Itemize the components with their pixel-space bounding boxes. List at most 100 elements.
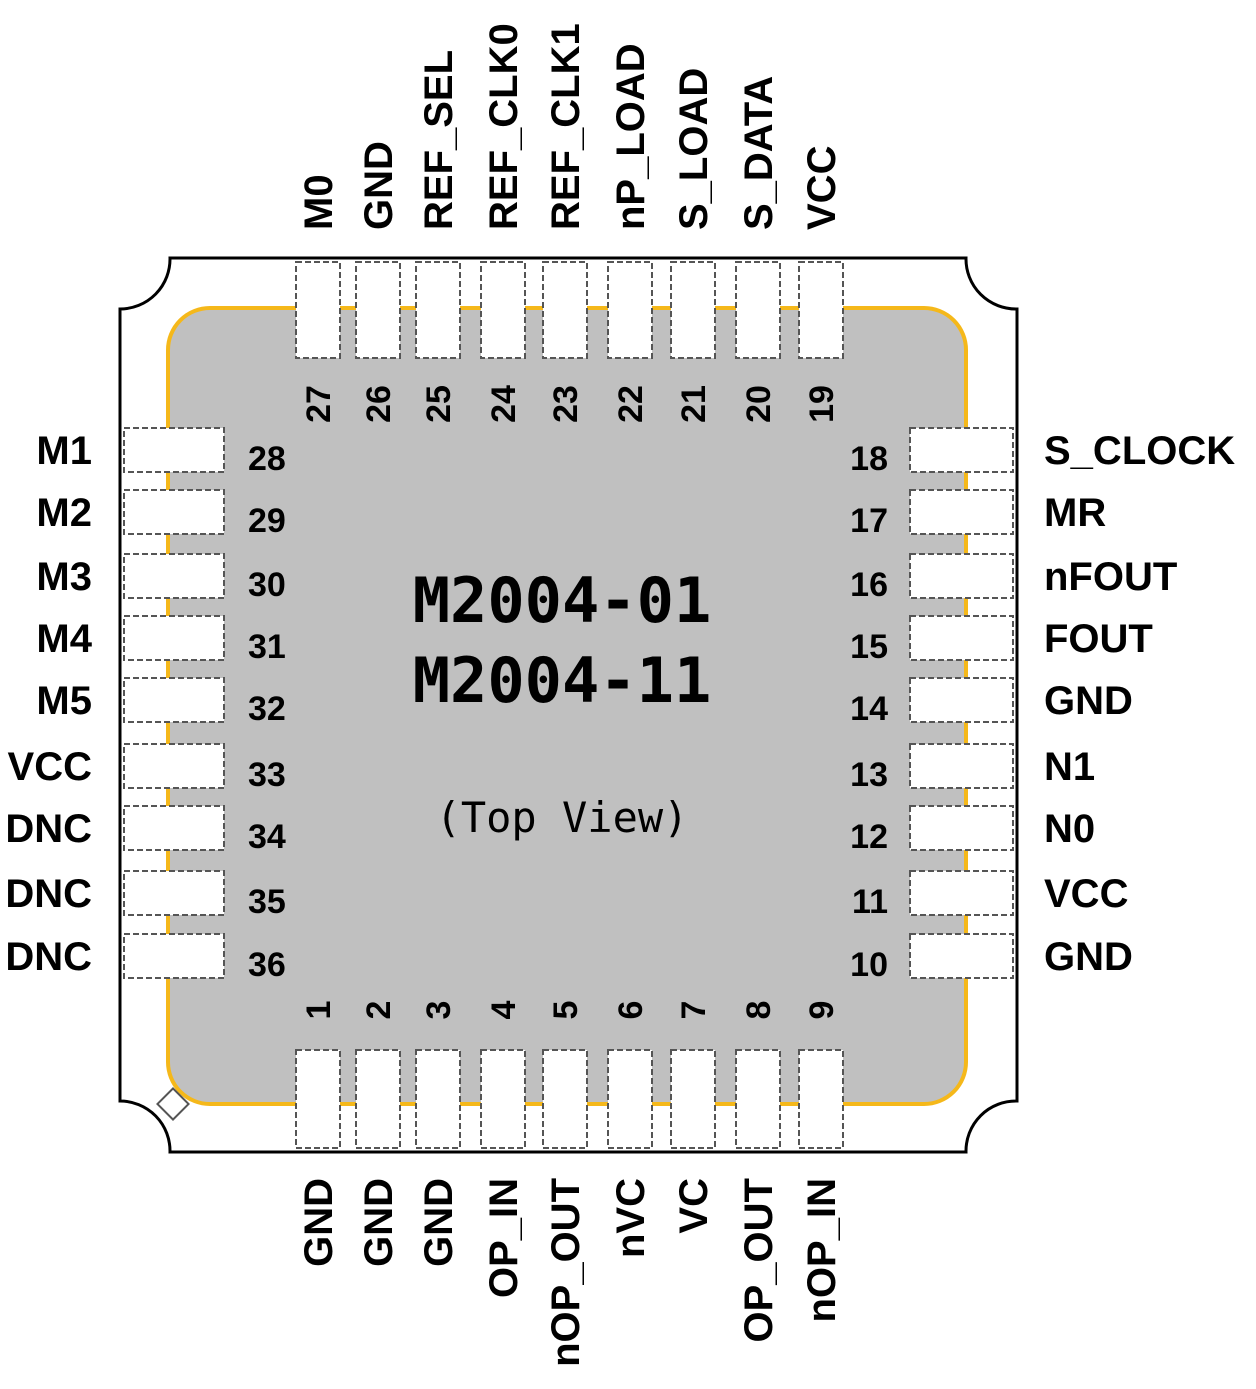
pin-num-34: 34 xyxy=(248,818,286,856)
pad-21 xyxy=(670,261,716,359)
pin-name-20: S_DATA xyxy=(737,76,781,230)
pad-3 xyxy=(415,1049,461,1149)
pin-num-19: 19 xyxy=(803,385,841,423)
pin-num-23: 23 xyxy=(547,385,585,423)
pin-name-35: DNC xyxy=(5,872,92,916)
pad-10 xyxy=(909,933,1014,979)
pad-34 xyxy=(123,805,225,851)
pin-num-1: 1 xyxy=(300,1001,338,1020)
pin-num-21: 21 xyxy=(675,385,713,423)
pin-name-32: M5 xyxy=(36,679,92,723)
pin-name-16: nFOUT xyxy=(1044,555,1177,599)
pad-8 xyxy=(735,1049,781,1149)
pad-33 xyxy=(123,743,225,789)
pin-name-23: REF_CLK1 xyxy=(544,23,588,230)
pad-7 xyxy=(670,1049,716,1149)
pad-9 xyxy=(798,1049,844,1149)
pin-num-24: 24 xyxy=(485,385,523,423)
pin-name-11: VCC xyxy=(1044,872,1128,916)
pad-14 xyxy=(909,677,1014,723)
pin-name-21: S_LOAD xyxy=(672,68,716,230)
pad-18 xyxy=(909,427,1014,473)
pad-36 xyxy=(123,933,225,979)
pin-num-30: 30 xyxy=(248,566,286,604)
pin-name-22: nP_LOAD xyxy=(609,43,653,230)
pin-num-20: 20 xyxy=(740,385,778,423)
pin-num-6: 6 xyxy=(612,1001,650,1020)
pin-name-19: VCC xyxy=(800,146,844,230)
pin-num-26: 26 xyxy=(360,385,398,423)
pad-6 xyxy=(607,1049,653,1149)
pad-30 xyxy=(123,553,225,599)
pin-name-4: OP_IN xyxy=(482,1178,526,1298)
pin-name-1: GND xyxy=(297,1178,341,1267)
pin-name-18: S_CLOCK xyxy=(1044,429,1235,473)
pad-19 xyxy=(798,261,844,359)
pin-num-18: 18 xyxy=(850,440,888,478)
pin-name-27: M0 xyxy=(297,174,341,230)
pin-name-10: GND xyxy=(1044,935,1133,979)
pin-name-7: VC xyxy=(672,1178,716,1234)
pin-num-29: 29 xyxy=(248,502,286,540)
pin-pads xyxy=(123,261,1014,1149)
pin-name-15: FOUT xyxy=(1044,617,1153,661)
pad-11 xyxy=(909,870,1014,916)
pin-name-24: REF_CLK0 xyxy=(482,23,526,230)
pin-name-29: M2 xyxy=(36,491,92,535)
pin-name-5: nOP_OUT xyxy=(544,1178,588,1367)
pin-name-34: DNC xyxy=(5,807,92,851)
pin-name-3: GND xyxy=(417,1178,461,1267)
pad-23 xyxy=(542,261,588,359)
pin-name-30: M3 xyxy=(36,555,92,599)
pin-name-28: M1 xyxy=(36,429,92,473)
pin-name-25: REF_SEL xyxy=(417,50,461,230)
pin-num-14: 14 xyxy=(850,690,888,728)
pin-num-32: 32 xyxy=(248,690,286,728)
pad-28 xyxy=(123,427,225,473)
pin-name-31: M4 xyxy=(36,617,92,661)
pin-name-17: MR xyxy=(1044,491,1106,535)
pad-20 xyxy=(735,261,781,359)
pad-27 xyxy=(295,261,341,359)
pin-num-28: 28 xyxy=(248,440,286,478)
pin-name-9: nOP_IN xyxy=(800,1178,844,1322)
pad-31 xyxy=(123,615,225,661)
pin-num-7: 7 xyxy=(675,1001,713,1020)
pin1-marker xyxy=(156,1087,190,1121)
pad-2 xyxy=(355,1049,401,1149)
pin-num-31: 31 xyxy=(248,628,286,666)
pin-num-13: 13 xyxy=(850,756,888,794)
pin-num-8: 8 xyxy=(740,1001,778,1020)
pad-4 xyxy=(480,1049,526,1149)
pad-12 xyxy=(909,805,1014,851)
pad-22 xyxy=(607,261,653,359)
pad-35 xyxy=(123,870,225,916)
pin-num-5: 5 xyxy=(547,1001,585,1020)
pad-16 xyxy=(909,553,1014,599)
pin-num-25: 25 xyxy=(420,385,458,423)
pin-num-16: 16 xyxy=(850,566,888,604)
pad-5 xyxy=(542,1049,588,1149)
pin-num-33: 33 xyxy=(248,756,286,794)
part-number-2: M2004-11 xyxy=(413,644,712,717)
pad-15 xyxy=(909,615,1014,661)
pin-num-15: 15 xyxy=(850,628,888,666)
pin-num-4: 4 xyxy=(485,1000,523,1019)
pad-32 xyxy=(123,677,225,723)
pad-13 xyxy=(909,743,1014,789)
pin-num-12: 12 xyxy=(850,818,888,856)
pin-name-14: GND xyxy=(1044,679,1133,723)
pad-24 xyxy=(480,261,526,359)
pin-name-8: OP_OUT xyxy=(737,1178,781,1342)
pad-17 xyxy=(909,489,1014,535)
pin-num-3: 3 xyxy=(420,1001,458,1020)
pin-num-22: 22 xyxy=(612,385,650,423)
pin-name-2: GND xyxy=(357,1178,401,1267)
pad-29 xyxy=(123,489,225,535)
pin-labels: M027GND26REF_SEL25REF_CLK024REF_CLK123nP… xyxy=(5,23,1235,1367)
pin-name-13: N1 xyxy=(1044,745,1095,789)
pin-name-33: VCC xyxy=(8,745,92,789)
pin-name-6: nVC xyxy=(609,1178,653,1258)
view-label: (Top View) xyxy=(436,793,689,842)
